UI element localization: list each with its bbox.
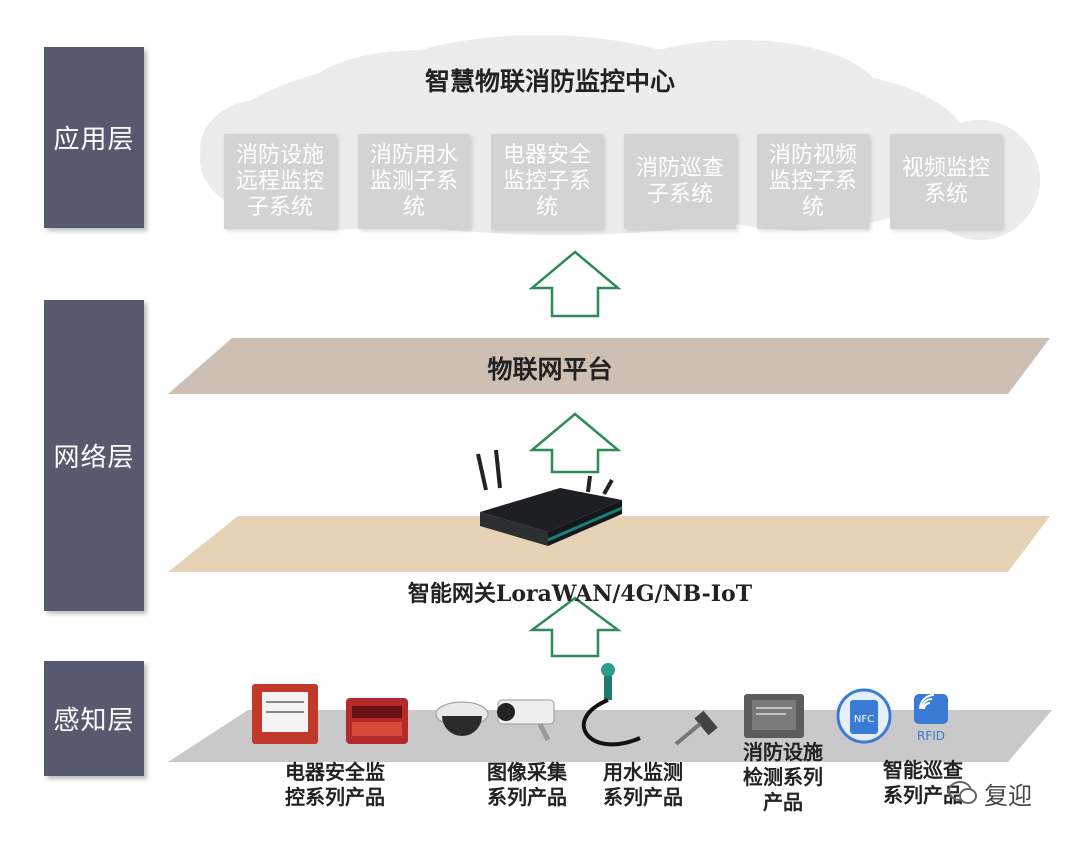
product-label-image: 图像采集 系列产品 [487, 760, 567, 809]
product-label-water: 用水监测 系列产品 [603, 760, 683, 809]
watermark-text: 复迎 [984, 781, 1032, 810]
rfid-icon: RFID [914, 694, 948, 743]
subsystem-box: 消防设施 远程监控 子系统 [224, 134, 336, 229]
gateway-label: 智能网关LoraWAN/4G/NB-IoT [407, 581, 753, 607]
router-icon [476, 449, 623, 546]
nfc-badge-text: NFC [854, 714, 874, 725]
product-label-electric: 电器安全监 控系列产品 [285, 760, 385, 809]
platform-label: 物联网平台 [487, 355, 613, 384]
up-arrow-icon [528, 250, 622, 318]
nfc-icon: NFC [836, 688, 892, 744]
wechat-icon [948, 781, 977, 804]
up-arrow-icon [528, 412, 622, 474]
subsystem-box: 消防用水 监测子系 统 [358, 134, 470, 229]
sensor-icon [581, 663, 718, 747]
electric-monitor-device-icon [252, 684, 408, 744]
layer-label-application: 应用层 [44, 47, 144, 228]
facility-detector-icon [744, 694, 804, 738]
watermark: 复迎 [948, 776, 1068, 810]
layer-label-perception: 感知层 [44, 661, 144, 776]
layer-label-network: 网络层 [44, 300, 144, 611]
camera-icon [435, 699, 555, 742]
subsystem-box: 消防巡查 子系统 [624, 134, 736, 229]
subsystem-box: 消防视频 监控子系 统 [757, 134, 869, 229]
product-label-facility: 消防设施 检测系列 产品 [743, 740, 823, 814]
rfid-badge-text: RFID [917, 729, 945, 743]
gateway-band [168, 516, 1050, 572]
up-arrow-icon [528, 596, 622, 658]
subsystem-box: 电器安全 监控子系 统 [491, 134, 603, 229]
cloud-title: 智慧物联消防监控中心 [424, 67, 675, 96]
platform-band [168, 338, 1050, 394]
subsystem-box: 视频监控 系统 [890, 134, 1002, 229]
